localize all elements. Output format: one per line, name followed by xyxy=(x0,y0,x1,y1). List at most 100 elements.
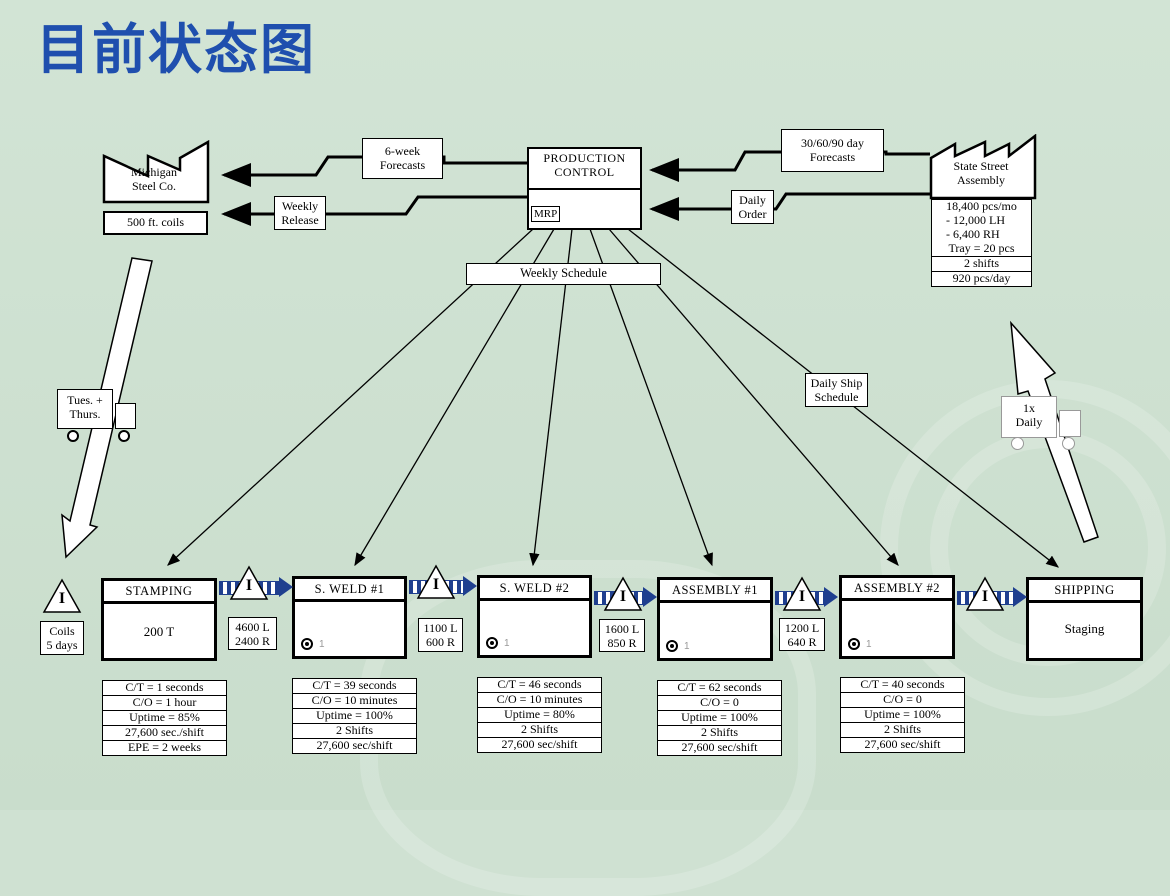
process-box-weld2: S. WELD #2 1 xyxy=(477,575,592,658)
process-box-weld1: S. WELD #1 1 xyxy=(292,576,407,659)
inventory-line1: 1600 L xyxy=(604,622,640,636)
supplier-note-box: 500 ft. coils xyxy=(103,211,208,235)
outbound-truck-cab xyxy=(1059,410,1081,437)
outbound-truck-line1: 1x xyxy=(1023,401,1035,415)
inventory-label: 1200 L 640 R xyxy=(779,618,825,651)
process-box-assembly2: ASSEMBLY #2 1 xyxy=(839,575,955,659)
process-body: 200 T xyxy=(143,624,175,639)
release-to-supplier-line xyxy=(221,195,527,226)
forecast-supplier-line1: 6-week xyxy=(384,144,421,158)
data-box-row: 27,600 sec/shift xyxy=(316,739,393,752)
order-from-customer-line xyxy=(649,192,930,221)
customer-data-row: 2 shifts xyxy=(932,257,1031,272)
outbound-truck-line2: Daily xyxy=(1015,415,1043,429)
schedule-line-weld2 xyxy=(529,228,573,567)
data-box-row: 2 Shifts xyxy=(658,726,781,741)
data-box-row: 2 Shifts xyxy=(841,723,964,738)
schedule-line-assembly2 xyxy=(608,228,899,566)
data-box-row: 27,600 sec./shift xyxy=(103,726,226,741)
inventory-triangle: I xyxy=(416,564,456,600)
customer-data-box: 18,400 pcs/mo - 12,000 LH - 6,400 RH Tra… xyxy=(931,199,1032,287)
inventory-label: 1600 L 850 R xyxy=(599,619,645,652)
push-arrow-head xyxy=(1013,587,1027,607)
data-box-row: Uptime = 100% xyxy=(841,708,964,723)
weekly-schedule-label: Weekly Schedule xyxy=(466,263,661,285)
operator-count: 1 xyxy=(684,641,690,652)
inventory-triangle: I xyxy=(603,576,643,612)
customer-data-row: 18,400 pcs/mo xyxy=(946,200,1017,213)
forecast-customer-line1: 30/60/90 day xyxy=(801,136,864,150)
inventory-symbol: I xyxy=(432,576,440,593)
data-box-row: EPE = 2 weeks xyxy=(127,741,202,754)
release-supplier-line2: Release xyxy=(281,213,319,227)
process-name: SHIPPING xyxy=(1029,580,1140,603)
forecast-supplier-line2: Forecasts xyxy=(379,158,426,172)
inventory-label: 4600 L 2400 R xyxy=(228,617,277,650)
process-name: S. WELD #1 xyxy=(295,579,404,602)
inbound-truck-line2: Thurs. xyxy=(69,407,101,421)
process-name: ASSEMBLY #2 xyxy=(842,578,952,601)
data-box-row: C/T = 62 seconds xyxy=(658,681,781,696)
customer-name-line2: Assembly xyxy=(957,173,1005,187)
inbound-truck-wheel xyxy=(67,430,79,442)
inventory-triangle-icon xyxy=(416,564,456,599)
forecast-customer-line2: Forecasts xyxy=(809,150,856,164)
production-control-label-line1: PRODUCTION xyxy=(543,151,626,165)
order-customer-label: Daily Order xyxy=(731,190,774,224)
inbound-truck-cab xyxy=(115,403,136,429)
mrp-label: MRP xyxy=(531,206,561,222)
order-customer-line1: Daily xyxy=(739,193,766,207)
push-arrow-head xyxy=(643,587,657,607)
push-arrow-head xyxy=(824,587,838,607)
inventory-triangle-icon xyxy=(965,576,1005,611)
supplier-name-line2: Steel Co. xyxy=(132,179,176,193)
data-box-stamping: C/T = 1 seconds C/O = 1 hour Uptime = 85… xyxy=(102,680,227,756)
raw-inventory-line1: Coils xyxy=(49,624,75,638)
inventory-triangle-icon xyxy=(42,578,82,613)
operator-icon xyxy=(301,638,313,650)
outbound-truck-icon: 1x Daily xyxy=(1001,396,1085,452)
process-name: STAMPING xyxy=(104,581,214,604)
inventory-label: 1100 L 600 R xyxy=(418,618,463,652)
data-box-row: 27,600 sec/shift xyxy=(681,741,758,754)
data-box-assembly1: C/T = 62 seconds C/O = 0 Uptime = 100% 2… xyxy=(657,680,782,756)
customer-data-row: 920 pcs/day xyxy=(952,272,1011,285)
process-body: Staging xyxy=(1064,621,1105,636)
data-box-weld2: C/T = 46 seconds C/O = 10 minutes Uptime… xyxy=(477,677,602,753)
inbound-truck-line1: Tues. + xyxy=(67,393,103,407)
inventory-line1: 1200 L xyxy=(784,621,820,635)
production-control-label-line2: CONTROL xyxy=(554,165,615,179)
production-control-box: PRODUCTION CONTROL MRP xyxy=(527,147,642,230)
schedule-line-stamping xyxy=(167,228,534,566)
outbound-truck-body: 1x Daily xyxy=(1001,396,1057,438)
data-box-row: C/T = 40 seconds xyxy=(841,678,964,693)
data-box-row: 2 Shifts xyxy=(293,724,416,739)
inventory-symbol: I xyxy=(981,588,989,605)
process-box-shipping: SHIPPING Staging xyxy=(1026,577,1143,661)
daily-ship-schedule-label: Daily Ship Schedule xyxy=(805,373,868,407)
outbound-truck-wheel xyxy=(1062,437,1075,450)
data-box-row: 2 Shifts xyxy=(478,723,601,738)
data-box-row: Uptime = 85% xyxy=(103,711,226,726)
process-box-stamping: STAMPING 200 T xyxy=(101,578,217,661)
customer-data-row: Tray = 20 pcs xyxy=(932,242,1031,257)
data-box-row: 27,600 sec/shift xyxy=(864,738,941,751)
inventory-line1: 1100 L xyxy=(423,621,458,635)
data-box-assembly2: C/T = 40 seconds C/O = 0 Uptime = 100% 2… xyxy=(840,677,965,753)
data-box-row: C/O = 10 minutes xyxy=(293,694,416,709)
inventory-line2: 640 R xyxy=(787,635,817,649)
inventory-symbol: I xyxy=(619,588,627,605)
customer-name-line1: State Street xyxy=(953,159,1009,173)
supplier-name-line1: Michigan xyxy=(131,165,177,179)
data-box-row: C/O = 0 xyxy=(658,696,781,711)
data-box-row: C/T = 46 seconds xyxy=(478,678,601,693)
raw-inventory-symbol: I xyxy=(58,590,66,607)
inventory-triangle-icon xyxy=(229,565,269,600)
raw-inventory-line2: 5 days xyxy=(46,638,78,652)
process-box-assembly1: ASSEMBLY #1 1 xyxy=(657,577,773,661)
inventory-triangle-icon xyxy=(603,576,643,611)
data-box-row: C/T = 1 seconds xyxy=(103,681,226,696)
operator-count: 1 xyxy=(504,638,510,649)
data-box-row: Uptime = 80% xyxy=(478,708,601,723)
customer-name: State Street Assembly xyxy=(934,159,1028,187)
